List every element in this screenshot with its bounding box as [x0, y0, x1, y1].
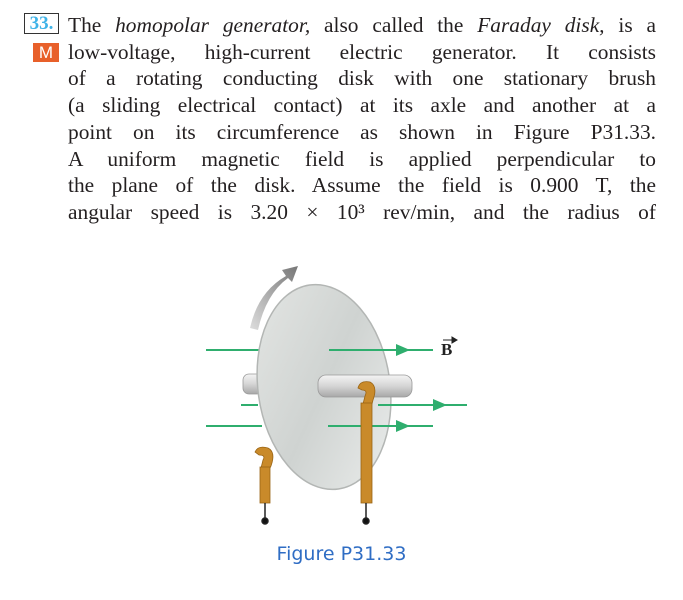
- terminals: [261, 503, 370, 525]
- difficulty-badge: M: [33, 43, 59, 62]
- text-line: of a rotating conducting disk with one s…: [68, 66, 656, 91]
- problem-number: 33.: [24, 13, 59, 34]
- field-lines-behind: [206, 349, 262, 427]
- text-line: point on its circumference as shown in F…: [68, 119, 656, 144]
- figure-caption: Figure P31.33: [276, 543, 407, 565]
- vector-arrow-icon: [443, 336, 458, 344]
- text-line: (a sliding electrical contact) at its ax…: [68, 93, 656, 118]
- rotation-arrow-icon: [250, 266, 298, 330]
- text-line: A uniform magnetic field is applied perp…: [68, 146, 656, 171]
- field-lines-front: [328, 344, 467, 432]
- problem-text: The homopolar generator, also called the…: [68, 12, 668, 226]
- field-label: B: [441, 340, 453, 359]
- rim-brush: [254, 446, 274, 504]
- text-line: angular speed is 3.20 × 10³ rev/min, and…: [68, 199, 656, 224]
- text-line: the plane of the disk. Assume the field …: [68, 173, 656, 198]
- text-line: low-voltage, high-current electric gener…: [68, 39, 656, 64]
- text-line: The homopolar generator, also called the…: [68, 13, 656, 37]
